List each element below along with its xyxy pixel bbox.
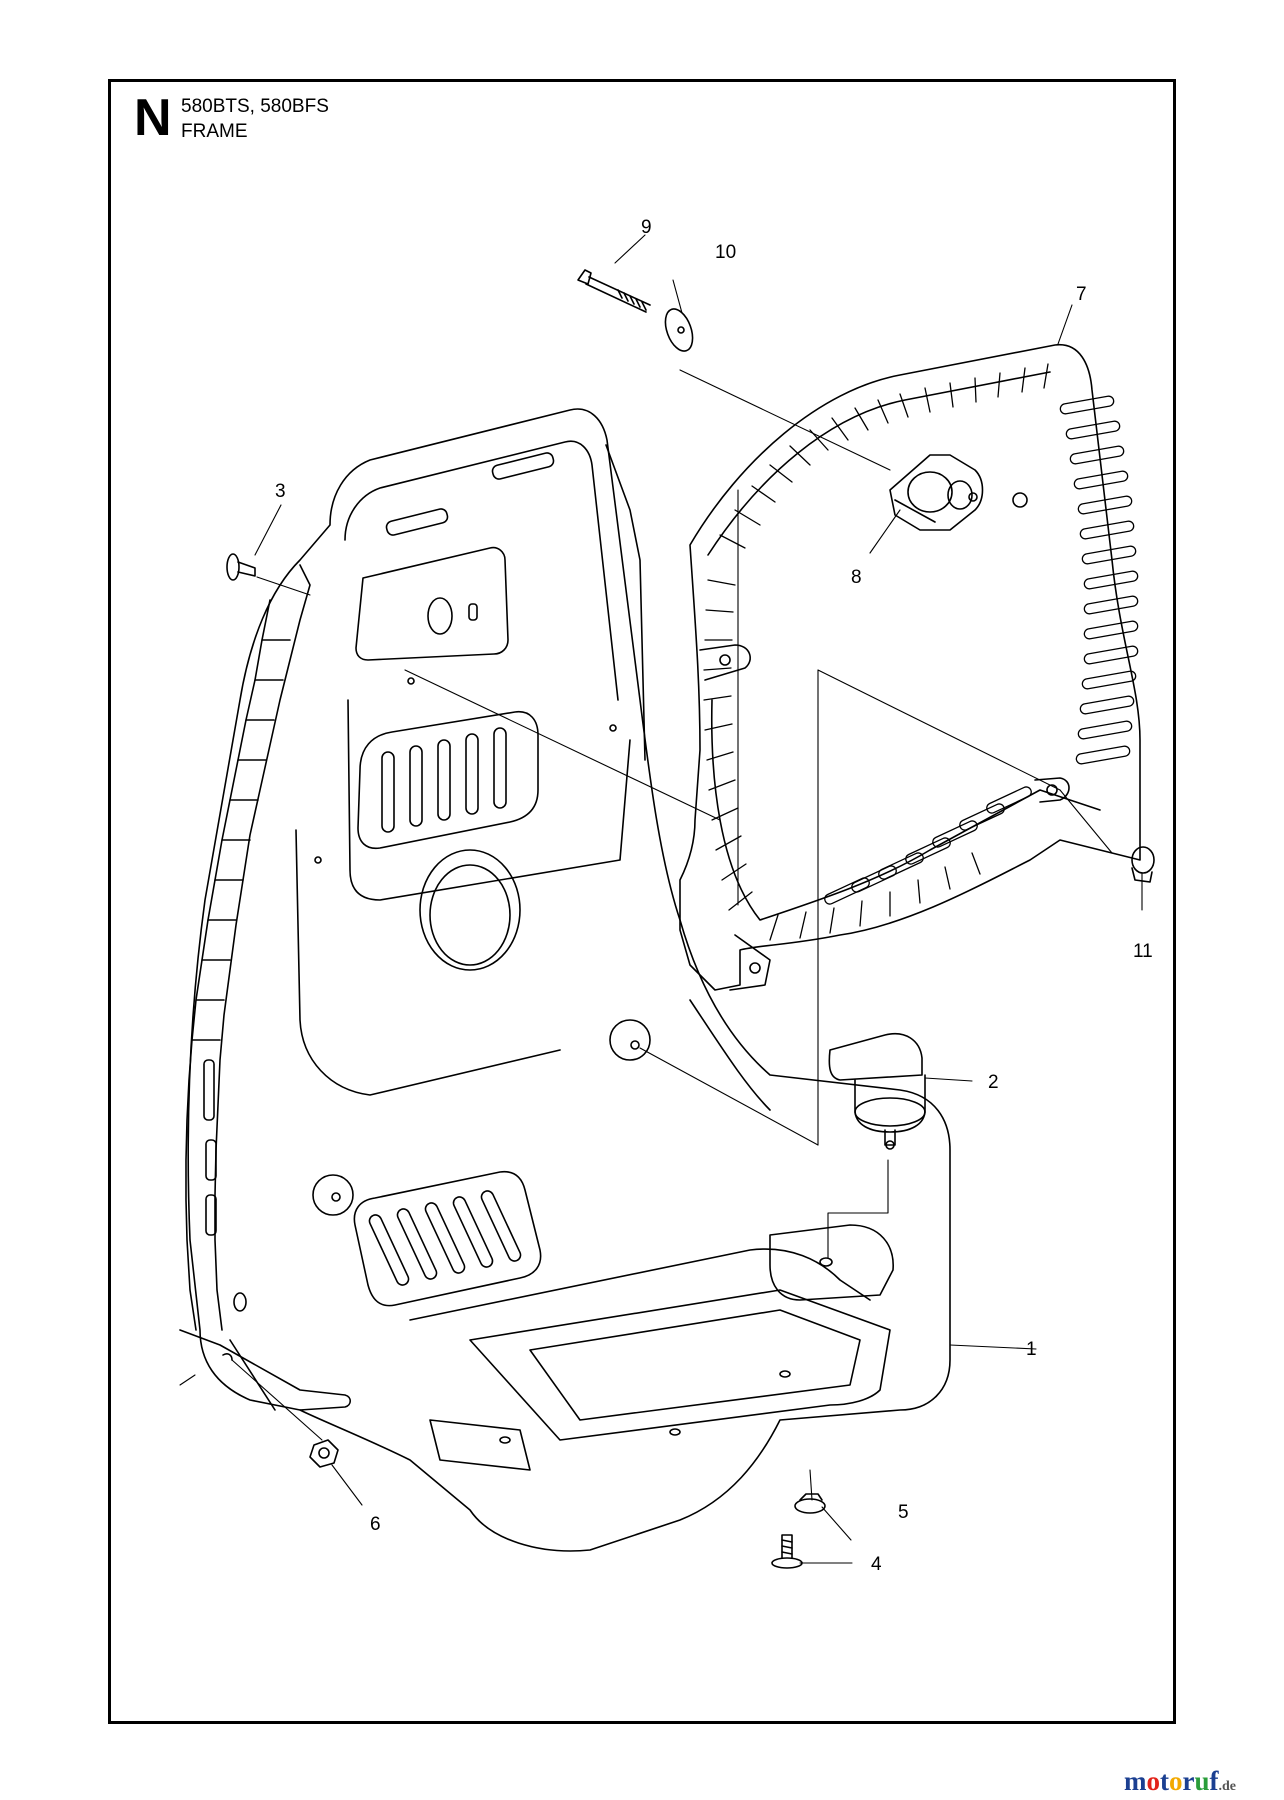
callout-7: 7 (1076, 284, 1087, 305)
plug-11-part (1131, 846, 1155, 883)
callout-4: 4 (871, 1554, 882, 1575)
section-title: FRAME (181, 121, 248, 142)
damper-2-part (828, 1033, 926, 1150)
screw-3-part (226, 553, 256, 581)
section-letter: N (134, 89, 172, 147)
callout-labels: 1 2 3 4 5 6 7 8 9 10 11 (275, 217, 1153, 1575)
motoruf-watermark: motoruf.de (1124, 1768, 1236, 1795)
model-numbers: 580BTS, 580BFS (181, 96, 329, 117)
callout-6: 6 (370, 1514, 381, 1535)
callout-5: 5 (898, 1502, 909, 1523)
callout-2: 2 (988, 1072, 999, 1093)
callout-1: 1 (1026, 1339, 1037, 1360)
nut-6-part (309, 1439, 339, 1468)
callout-10: 10 (715, 242, 736, 263)
callout-9: 9 (641, 217, 652, 238)
watermark-brand: motoruf (1124, 1766, 1219, 1796)
callout-11: 11 (1133, 941, 1153, 962)
damper-part (889, 454, 984, 531)
diagram-border (108, 79, 1176, 1724)
nut-5-part (794, 1493, 826, 1514)
frame-part (179, 408, 951, 1552)
guard-part (679, 344, 1141, 991)
callout-8: 8 (851, 567, 862, 588)
bolt-part (577, 269, 651, 313)
leader-lines (179, 234, 1143, 1564)
callout-3: 3 (275, 481, 286, 502)
watermark-suffix: .de (1218, 1779, 1237, 1794)
screw-4-part (771, 1534, 803, 1569)
washer-part (664, 308, 694, 352)
